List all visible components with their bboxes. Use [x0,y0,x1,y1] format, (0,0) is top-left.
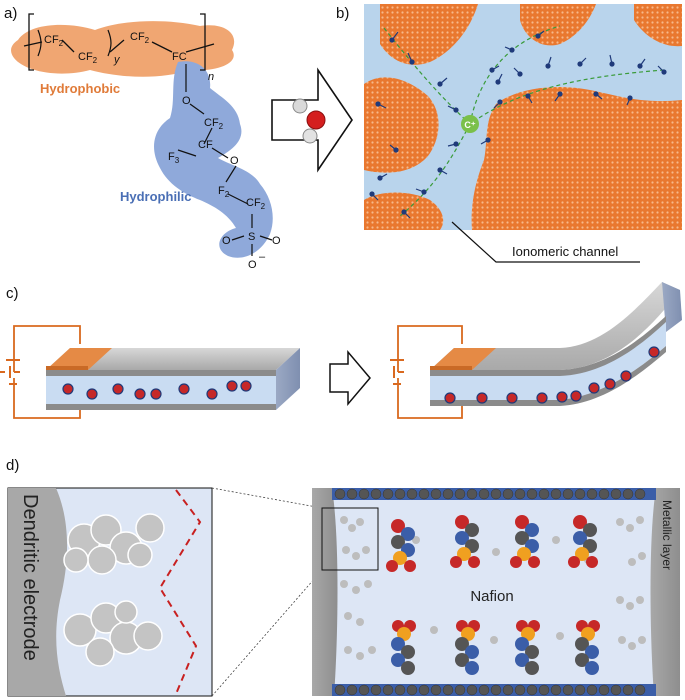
cation-label: C⁺ [464,120,475,130]
channel-label: Ionomeric channel [512,244,618,259]
hydrophobic-label: Hydrophobic [40,81,120,96]
atom-o2: O [230,155,239,167]
nafion-label: Nafion [470,588,513,605]
top-electrode-layer [332,488,656,500]
atom-o1: O [182,95,191,107]
ionomer-network [364,4,682,231]
sub-minus: – [259,251,266,263]
bracket-right [200,13,206,71]
atom-cf2-low-l: F [218,185,225,197]
sub-2: 2 [225,190,230,199]
panel-d-label: d) [6,457,19,474]
panel-c-label: c) [6,285,19,302]
atom-s: S [248,231,255,243]
atom-cf: CF [198,139,213,151]
ion-group-flat [62,380,252,400]
atom-cf2-low-r: CF [246,197,261,209]
nafion-cross-section [312,488,680,696]
sub-2: 2 [145,36,150,45]
transition-arrow-c [329,349,371,407]
svg-text:CF2: CF2 [44,34,64,48]
hydrophilic-label: Hydrophilic [120,189,192,204]
hydrophilic-region [154,61,273,258]
atom-cf2-mid: CF [204,117,219,129]
panel-b-label: b) [336,5,349,22]
atom-cf2-bottom: CF [78,51,93,63]
sub-2: 2 [261,202,266,211]
ion-group-bent [444,346,660,404]
sub-2: 2 [59,39,64,48]
svg-text:CF2: CF2 [130,31,150,45]
svg-text:CF2: CF2 [204,117,224,131]
atom-cf2-left: CF [44,34,59,46]
atom-fc: FC [172,51,187,63]
svg-text:CF2: CF2 [78,51,98,65]
bracket-left [28,13,34,71]
sub-2: 2 [93,56,98,65]
atom-o-left: O [222,235,231,247]
metal-layer-label: Metallic layer [660,500,674,570]
actuator-bent [390,282,682,419]
backbone-bonds [23,39,215,53]
sub-y: y [113,54,121,66]
sidechain-bonds [177,64,273,256]
svg-text:F2: F2 [218,185,230,199]
cation-marker [461,115,479,133]
atom-o-right: O [272,235,281,247]
water-molecule-icon [292,98,326,144]
zoom-guide-lines [211,487,323,697]
electrode-label: Dendritic electrode [19,494,41,661]
sub-3: 3 [175,156,180,165]
actuator-flat [0,325,300,419]
panel-a-label: a) [4,5,17,22]
atom-cf2-top: CF [130,31,145,43]
zoom-inset [7,487,213,697]
sub-n: n [208,71,214,83]
atom-o-bottom: O [248,259,257,271]
svg-text:CF2: CF2 [246,197,266,211]
svg-text:F3: F3 [168,151,180,165]
atom-cf3: F [168,151,175,163]
bottom-electrode-layer [332,684,656,696]
sub-2: 2 [219,122,224,131]
channel-leader-line [451,221,640,263]
repeat-parens [37,29,112,57]
